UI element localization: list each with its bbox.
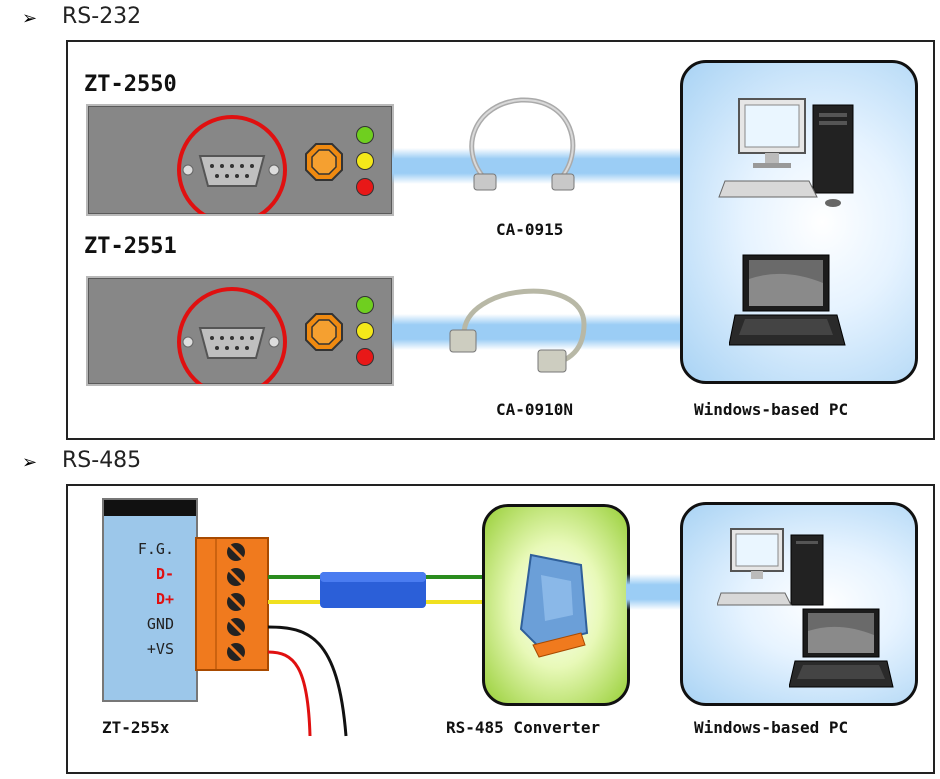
terminal-label-dplus: D+	[155, 590, 174, 608]
led-yellow-icon	[356, 152, 374, 170]
converter-label: RS-485 Converter	[446, 718, 601, 737]
converter-box	[482, 504, 630, 706]
terminal-label-vs: +VS	[146, 640, 174, 658]
terminal-label-dminus: D-	[155, 565, 174, 583]
db9-port-icon	[177, 115, 287, 214]
reset-button-icon	[305, 313, 343, 351]
desktop-computer-icon	[717, 528, 824, 606]
reset-button-icon	[305, 143, 343, 181]
section-title-rs485: RS-485	[62, 448, 142, 473]
laptop-icon	[789, 608, 894, 688]
connection-beam	[392, 314, 682, 350]
bullet-arrow-icon: ➢	[22, 452, 38, 473]
connection-beam	[626, 574, 682, 610]
terminal-block-wiring	[195, 537, 482, 737]
zt2551-device	[86, 276, 394, 386]
rs485-panel: F.G. D- D+ GND +VS ZT-255x RS	[66, 484, 935, 774]
led-red-icon	[356, 348, 374, 366]
led-green-icon	[356, 126, 374, 144]
terminal-label-fg: F.G.	[137, 540, 174, 558]
pc-box	[680, 502, 918, 706]
cable-label-ca0915: CA-0915	[496, 220, 564, 239]
rs232-panel: ZT-2550 CA-0915 ZT-2551	[66, 40, 935, 440]
led-yellow-icon	[356, 322, 374, 340]
pc-box	[680, 60, 918, 384]
db9-port-icon	[177, 287, 287, 384]
device-label-zt2551: ZT-2551	[84, 234, 177, 259]
converter-module-icon	[519, 553, 589, 658]
cable-label-ca0910n: CA-0910N	[496, 400, 574, 419]
pc-label: Windows-based PC	[694, 718, 849, 737]
pc-label: Windows-based PC	[694, 400, 849, 419]
terminal-labels: F.G. D- D+ GND +VS	[104, 540, 174, 665]
desktop-computer-icon	[718, 98, 854, 207]
zt2550-device	[86, 104, 394, 216]
led-green-icon	[356, 296, 374, 314]
bullet-arrow-icon: ➢	[22, 8, 38, 29]
zt255x-device	[102, 498, 198, 702]
laptop-icon	[729, 254, 846, 346]
serial-cable-icon	[469, 97, 576, 191]
device-label-zt2550: ZT-2550	[84, 72, 177, 97]
led-red-icon	[356, 178, 374, 196]
terminal-label-gnd: GND	[146, 615, 174, 633]
section-title-rs232: RS-232	[62, 4, 142, 29]
connection-beam	[392, 148, 682, 184]
device-label-zt255x: ZT-255x	[102, 718, 170, 737]
serial-cable-icon	[449, 288, 587, 373]
